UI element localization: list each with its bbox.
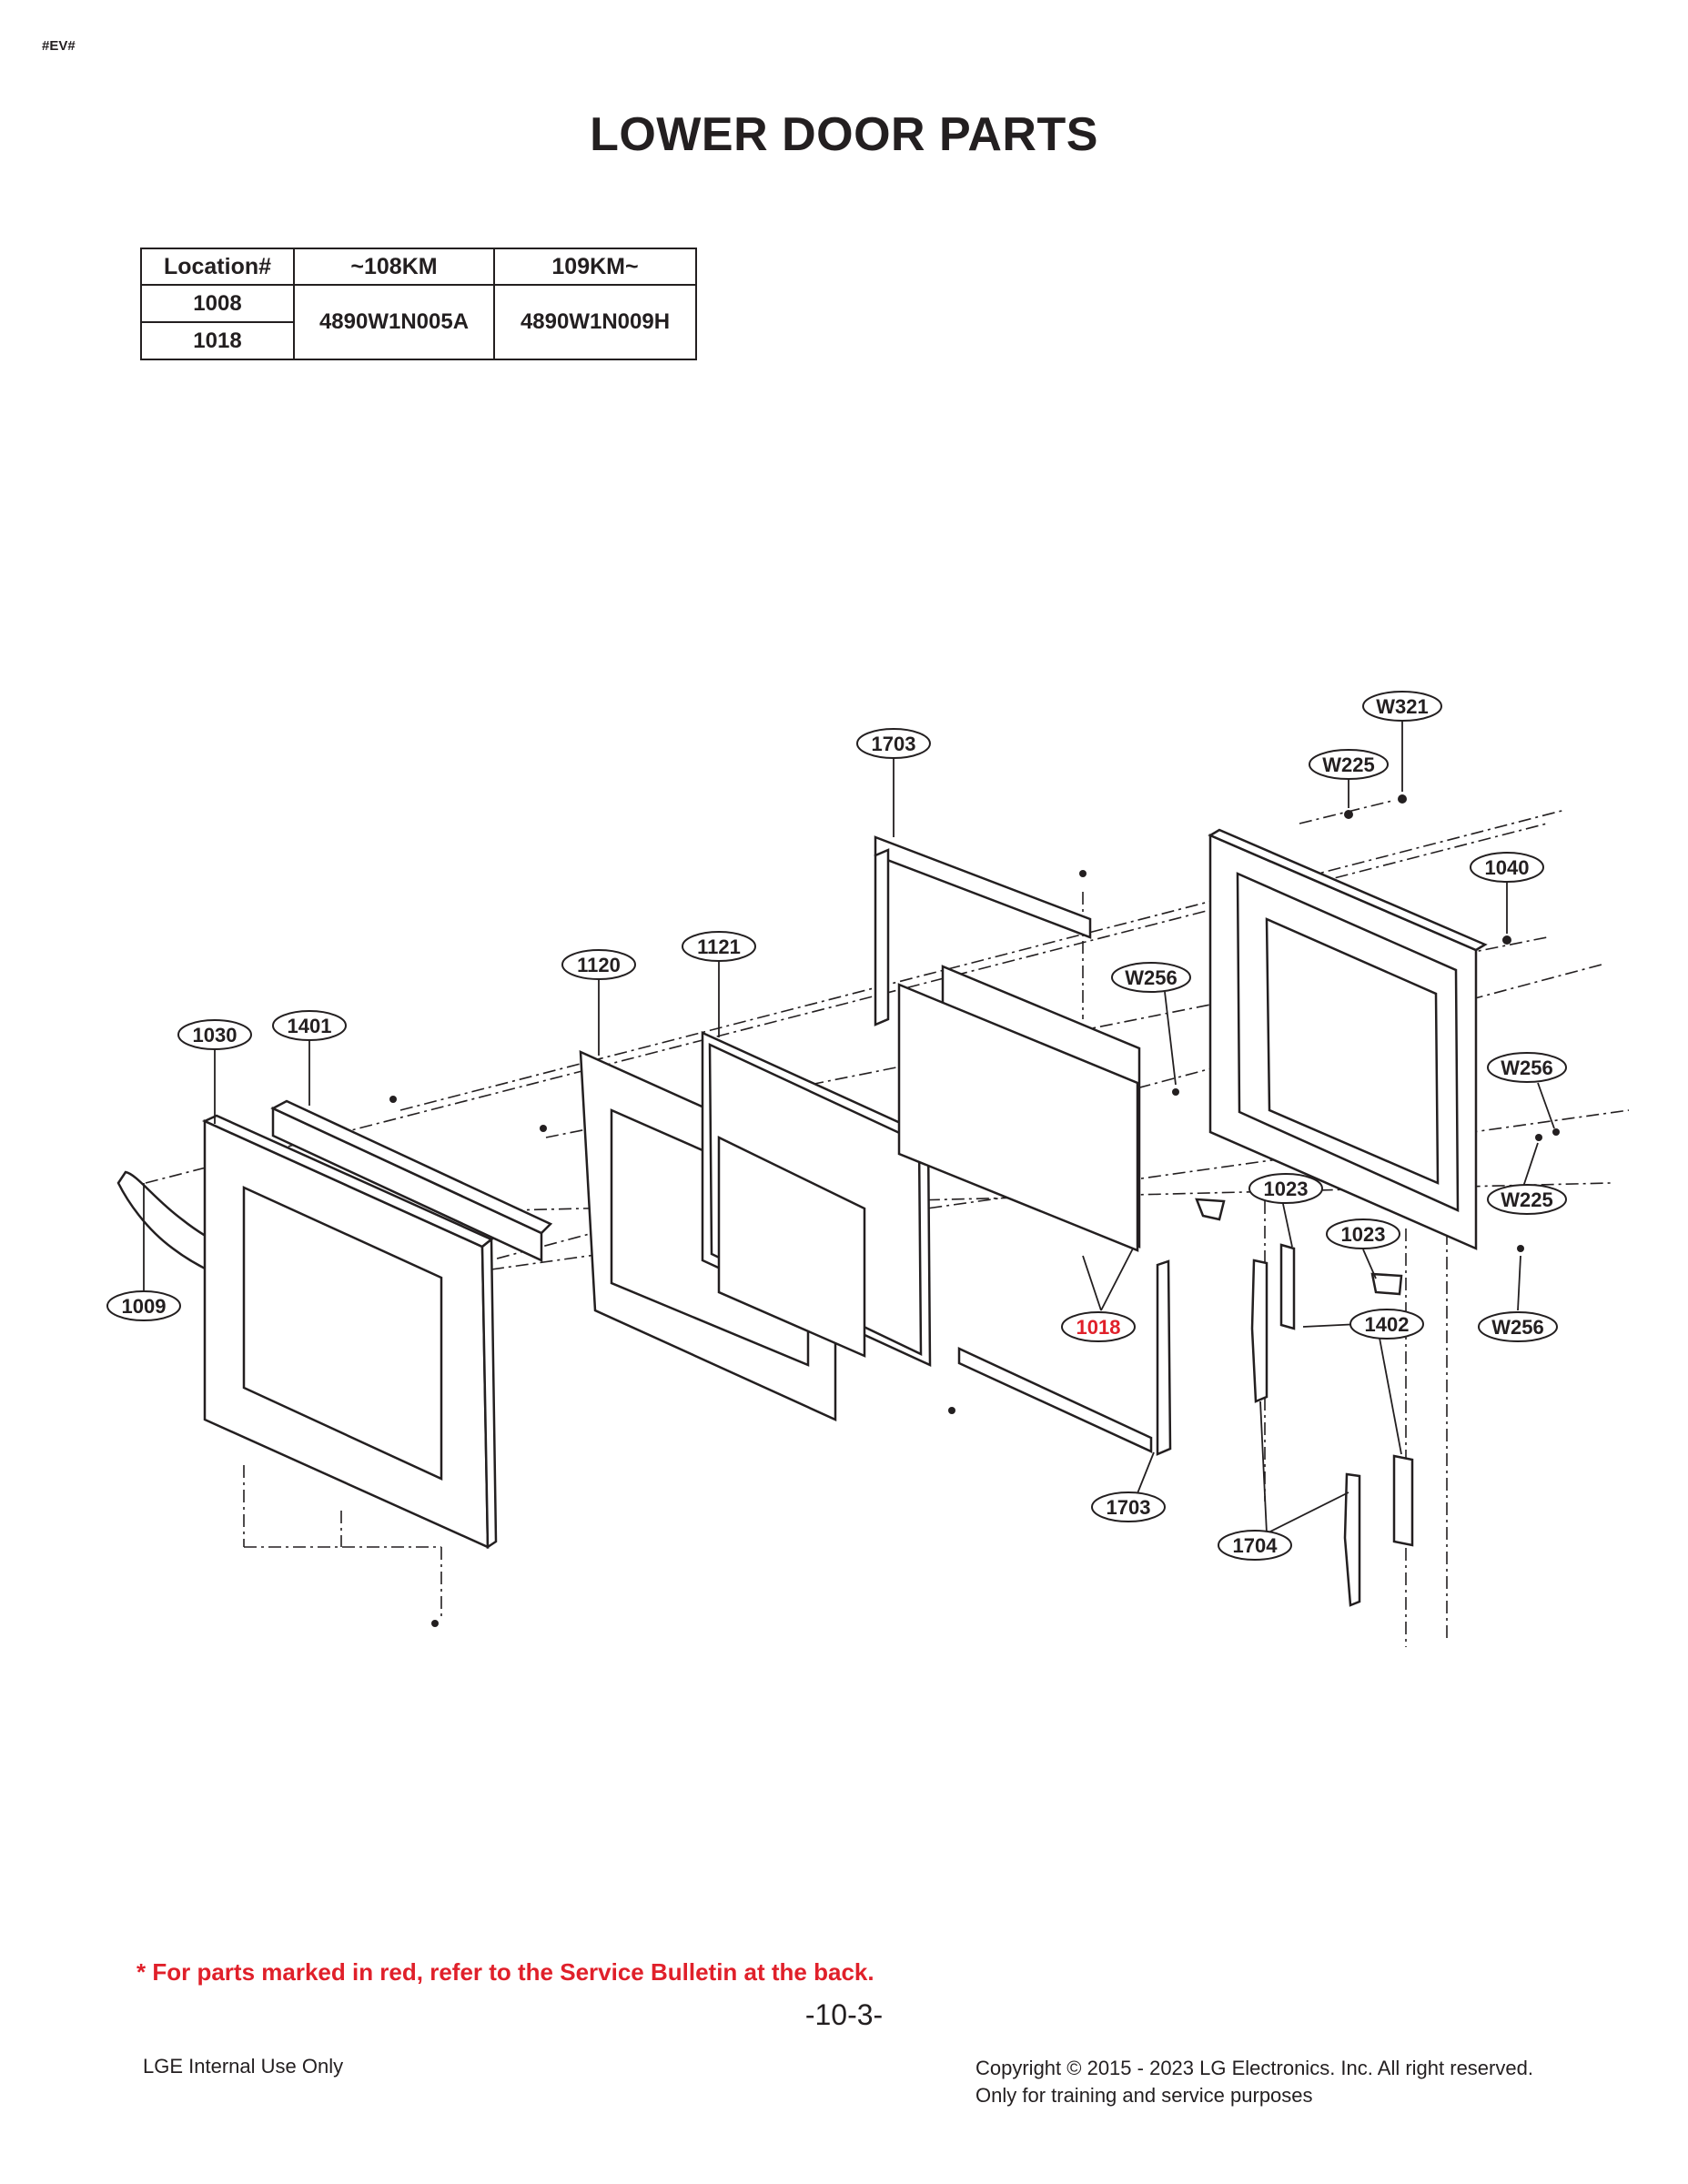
callout-1401: 1401	[272, 1010, 347, 1041]
svg-text:1401: 1401	[288, 1015, 332, 1037]
page-title: LOWER DOOR PARTS	[590, 108, 1098, 161]
svg-text:W225: W225	[1501, 1188, 1552, 1211]
callout-1120: 1120	[561, 949, 636, 980]
table-cell-part-109km: 4890W1N009H	[493, 284, 697, 360]
callout-w256-center: W256	[1111, 962, 1191, 993]
svg-text:W225: W225	[1322, 753, 1374, 776]
footer-copyright-block: Copyright © 2015 - 2023 LG Electronics. …	[975, 2055, 1533, 2109]
table-row: 1008 4890W1N005A 4890W1N009H	[140, 284, 697, 360]
footer-training-note: Only for training and service purposes	[975, 2084, 1313, 2107]
location-table: Location# ~108KM 109KM~ 1008 4890W1N005A…	[140, 248, 697, 360]
svg-text:W321: W321	[1376, 695, 1428, 718]
hinge-1704-a	[1250, 1259, 1269, 1403]
page-number: -10-3-	[804, 1998, 884, 2031]
screw-top	[1079, 870, 1087, 877]
hinge-1704-b	[1343, 1472, 1361, 1607]
table-header-109km: 109KM~	[493, 248, 697, 286]
table-header-location: Location#	[140, 248, 295, 286]
table-cell-part-108km: 4890W1N005A	[293, 284, 495, 360]
footer-internal-use: LGE Internal Use Only	[143, 2055, 344, 2078]
callout-1009: 1009	[106, 1290, 181, 1321]
callout-1121: 1121	[682, 931, 756, 962]
part-callouts: 1703 W321 W225 1040 W256 W256 W225 W256 …	[106, 691, 1567, 1561]
svg-text:1030: 1030	[193, 1024, 238, 1046]
svg-text:1704: 1704	[1233, 1534, 1279, 1557]
svg-text:W256: W256	[1491, 1316, 1543, 1339]
callout-w225-top: W225	[1309, 749, 1389, 780]
glass-frame-window-1121	[717, 1136, 866, 1358]
svg-text:W256: W256	[1125, 966, 1177, 989]
svg-text:1009: 1009	[122, 1295, 167, 1318]
svg-text:W256: W256	[1501, 1057, 1552, 1079]
callout-1018: 1018	[1061, 1311, 1136, 1342]
service-bulletin-note: * For parts marked in red, refer to the …	[136, 1958, 874, 1986]
callout-1040: 1040	[1470, 852, 1544, 883]
callout-1030: 1030	[177, 1019, 252, 1050]
callout-1402: 1402	[1349, 1309, 1424, 1340]
screw-inner-panel	[540, 1125, 547, 1132]
screw-w256	[1172, 1088, 1179, 1096]
door-window-1030	[242, 1186, 443, 1481]
bracket-1402-a	[1279, 1243, 1296, 1330]
callout-1703-top: 1703	[856, 728, 931, 759]
table-cell-location: 1018	[140, 321, 295, 360]
screw-w225-right	[1535, 1134, 1542, 1141]
bracket-1402-b	[1392, 1454, 1414, 1547]
table-header-108km: ~108KM	[293, 248, 495, 286]
svg-text:1703: 1703	[872, 733, 916, 755]
leader-lines	[143, 717, 1555, 1534]
gasket-1703-top	[874, 835, 1092, 939]
clip-1023-b	[1370, 1272, 1403, 1296]
screw-door-bottom	[431, 1620, 439, 1627]
table-row: 1018	[140, 321, 696, 360]
callout-w256-bottom: W256	[1478, 1311, 1558, 1342]
screw-w321	[1398, 794, 1407, 804]
footer-copyright: Copyright © 2015 - 2023 LG Electronics. …	[975, 2057, 1533, 2079]
callout-1703-bottom: 1703	[1091, 1491, 1166, 1522]
svg-text:1018: 1018	[1076, 1316, 1121, 1339]
svg-text:1121: 1121	[697, 935, 741, 958]
clip-1023-a	[1195, 1198, 1226, 1221]
screw-w256-bottom	[1517, 1245, 1524, 1252]
screw-trim	[389, 1096, 397, 1103]
svg-text:1023: 1023	[1341, 1223, 1386, 1246]
screws	[389, 794, 1560, 1627]
gasket-1703-bottom	[957, 1347, 1153, 1453]
svg-text:1703: 1703	[1107, 1496, 1151, 1519]
screw-1040	[1502, 935, 1511, 945]
table-header-row: Location# ~108KM 109KM~	[140, 248, 697, 286]
callout-1023-b: 1023	[1326, 1218, 1400, 1249]
svg-text:1023: 1023	[1264, 1178, 1309, 1200]
inner-liner-window-1040	[1265, 917, 1440, 1185]
document-tag: #EV#	[42, 38, 76, 54]
callout-w321: W321	[1362, 691, 1442, 722]
screw-w256-right	[1552, 1128, 1560, 1136]
glass-panel-1018-front	[897, 983, 1139, 1252]
svg-text:1402: 1402	[1365, 1313, 1410, 1336]
callout-1023-a: 1023	[1248, 1173, 1323, 1204]
callout-w256-right: W256	[1487, 1052, 1567, 1083]
screw-w225	[1344, 810, 1353, 819]
svg-text:1040: 1040	[1485, 856, 1530, 879]
table-cell-location: 1008	[140, 284, 295, 323]
callout-w225-right: W225	[1487, 1184, 1567, 1215]
svg-text:1120: 1120	[577, 954, 621, 976]
screw-bottom	[948, 1407, 955, 1414]
door-parts	[116, 828, 1488, 1607]
callout-1704: 1704	[1218, 1530, 1292, 1561]
